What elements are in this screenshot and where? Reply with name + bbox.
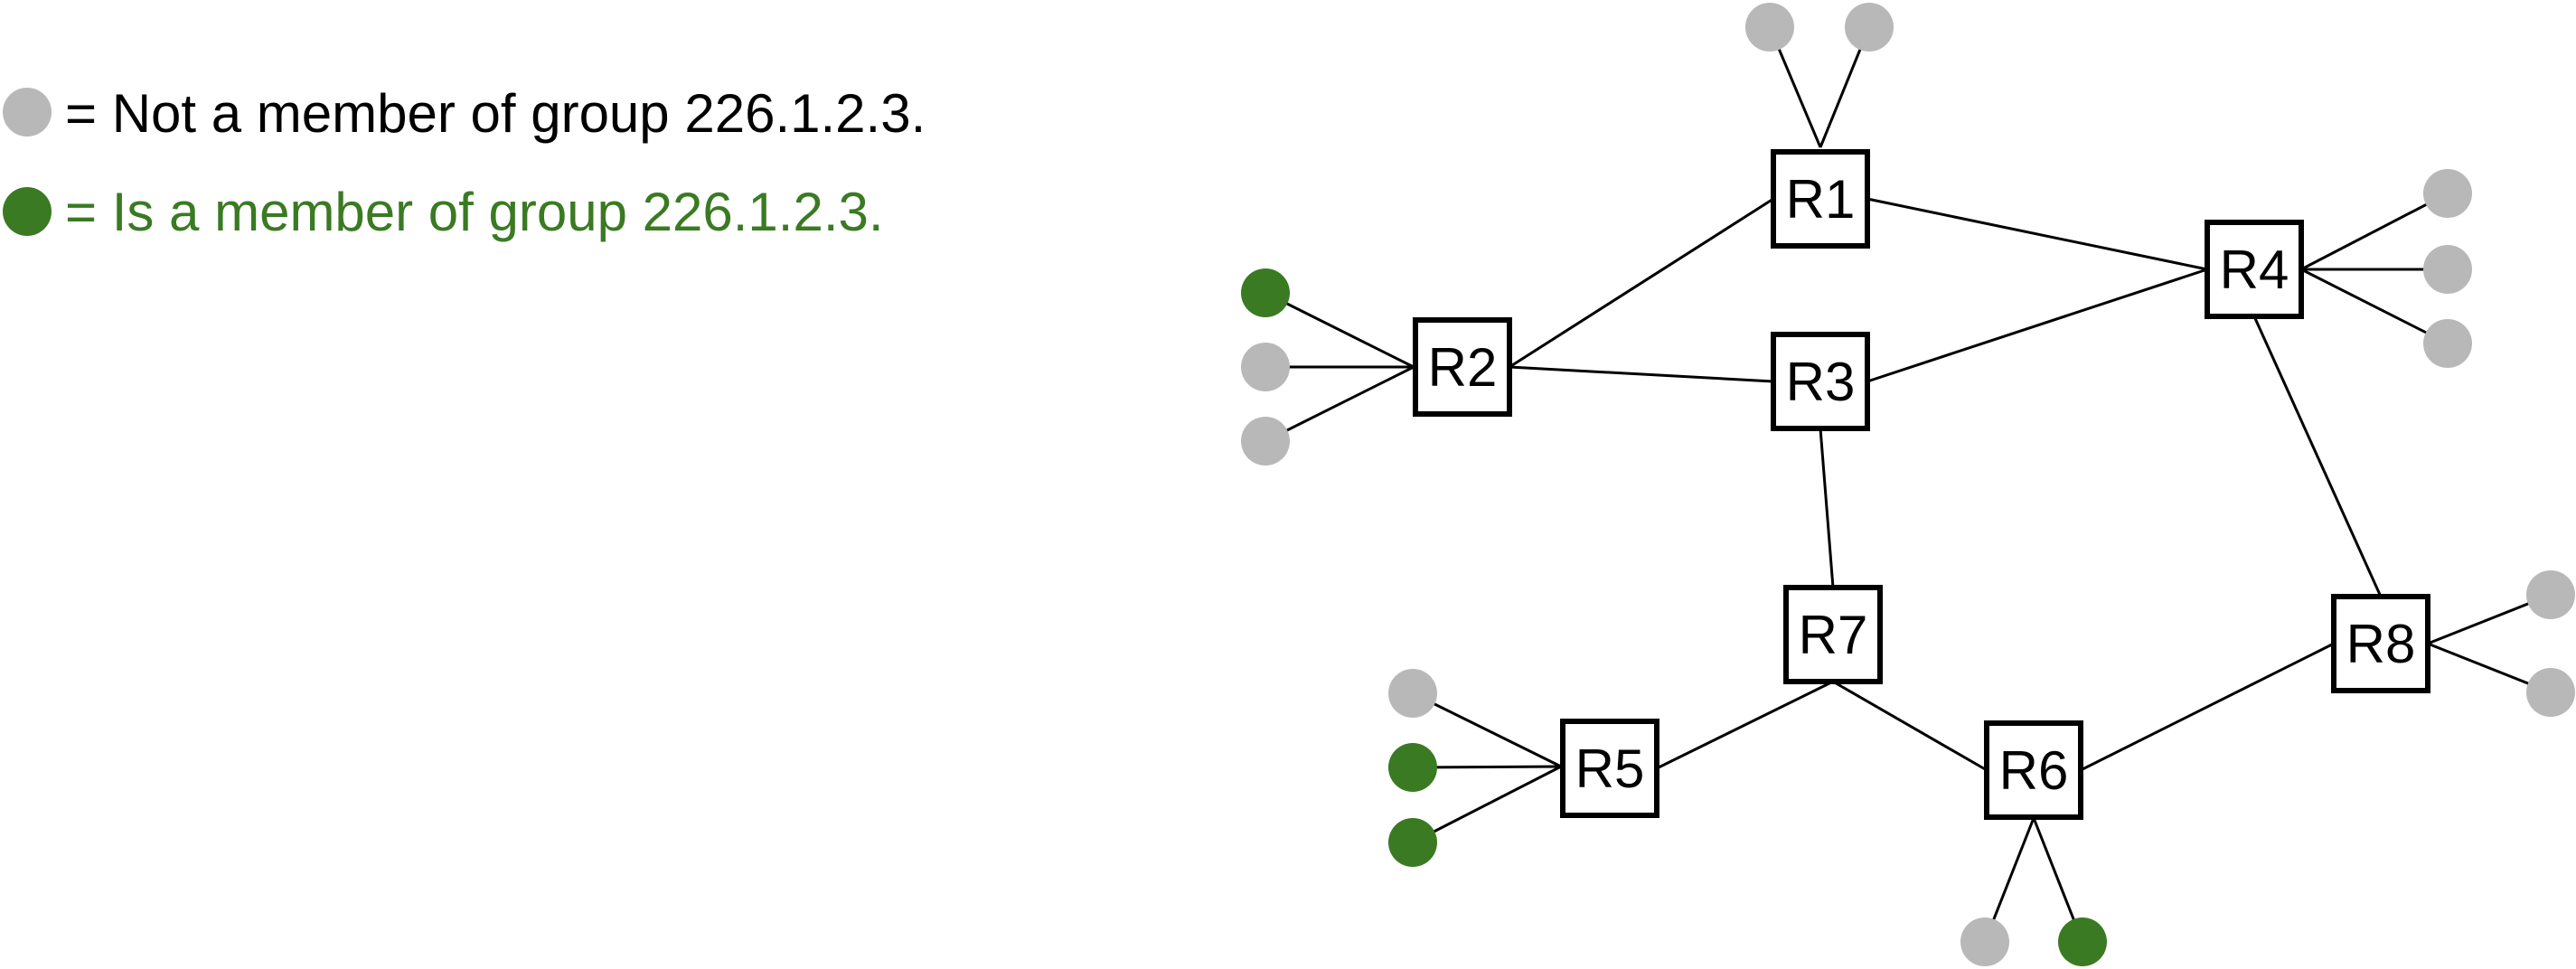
non-member-host-r2 <box>1241 417 1290 466</box>
router-r1: R1 <box>1771 149 1870 249</box>
router-label: R1 <box>1786 169 1856 230</box>
non-member-host-r8 <box>2526 570 2575 619</box>
router-box <box>1413 317 1512 417</box>
router-label: R8 <box>2346 614 2416 674</box>
router-box <box>2205 220 2304 319</box>
link-r1-r2 <box>1509 197 1774 369</box>
non-member-host-r5 <box>1388 669 1437 718</box>
router-r5: R5 <box>1560 719 1659 818</box>
router-box <box>1984 720 2083 820</box>
link-r2-r3 <box>1509 365 1774 383</box>
router-label: R2 <box>1428 337 1498 398</box>
non-member-host-r8 <box>2526 668 2575 717</box>
non-member-host-r6 <box>1960 917 2009 966</box>
router-label: R3 <box>1786 352 1856 412</box>
member-host-r5 <box>1388 743 1437 792</box>
router-links <box>1509 197 2383 772</box>
non-member-host-r4 <box>2423 169 2472 218</box>
router-label: R6 <box>1999 740 2069 801</box>
router-label: R4 <box>2220 240 2289 300</box>
non-member-host-r2 <box>1241 343 1290 391</box>
host-links <box>1264 26 2552 943</box>
link-r6-r8 <box>2080 642 2335 772</box>
link-r4-r8 <box>2252 315 2383 597</box>
router-box <box>1560 719 1659 818</box>
non-member-host-r1 <box>1845 3 1894 52</box>
legend-non-member-swatch <box>3 88 52 136</box>
router-r4: R4 <box>2205 220 2304 319</box>
non-member-host-r1 <box>1745 3 1794 52</box>
non-member-host-r4 <box>2423 245 2472 294</box>
host-link-r5 <box>1412 765 1562 844</box>
legend-member-text: = Is a member of group 226.1.2.3. <box>65 182 884 242</box>
legend-member-swatch <box>3 187 52 236</box>
legend: = Not a member of group 226.1.2.3. = Is … <box>3 83 926 242</box>
router-box <box>1783 585 1883 684</box>
member-host-r6 <box>2058 917 2107 966</box>
hosts <box>1241 3 2575 966</box>
router-r6: R6 <box>1984 720 2083 820</box>
router-box <box>1771 149 1870 249</box>
host-link-r2 <box>1264 291 1415 369</box>
link-r3-r7 <box>1819 428 1835 588</box>
non-member-host-r4 <box>2423 319 2472 368</box>
router-r2: R2 <box>1413 317 1512 417</box>
router-label: R7 <box>1799 605 1868 665</box>
host-link-r5 <box>1412 691 1562 768</box>
router-r7: R7 <box>1783 585 1883 684</box>
router-box <box>1771 332 1870 431</box>
router-r8: R8 <box>2331 594 2430 693</box>
link-r7-r6 <box>1832 680 1988 772</box>
host-link-r4 <box>2300 192 2449 271</box>
link-r3-r4 <box>1866 268 2208 383</box>
member-host-r2 <box>1241 268 1290 317</box>
router-box <box>2331 594 2430 693</box>
link-r7-r5 <box>1656 680 1834 770</box>
host-link-r2 <box>1264 365 1415 443</box>
host-link-r4 <box>2300 268 2449 345</box>
router-label: R5 <box>1575 739 1645 799</box>
legend-non-member-text: = Not a member of group 226.1.2.3. <box>65 83 926 144</box>
link-r1-r4 <box>1866 197 2208 271</box>
router-r3: R3 <box>1771 332 1870 431</box>
member-host-r5 <box>1388 818 1437 867</box>
